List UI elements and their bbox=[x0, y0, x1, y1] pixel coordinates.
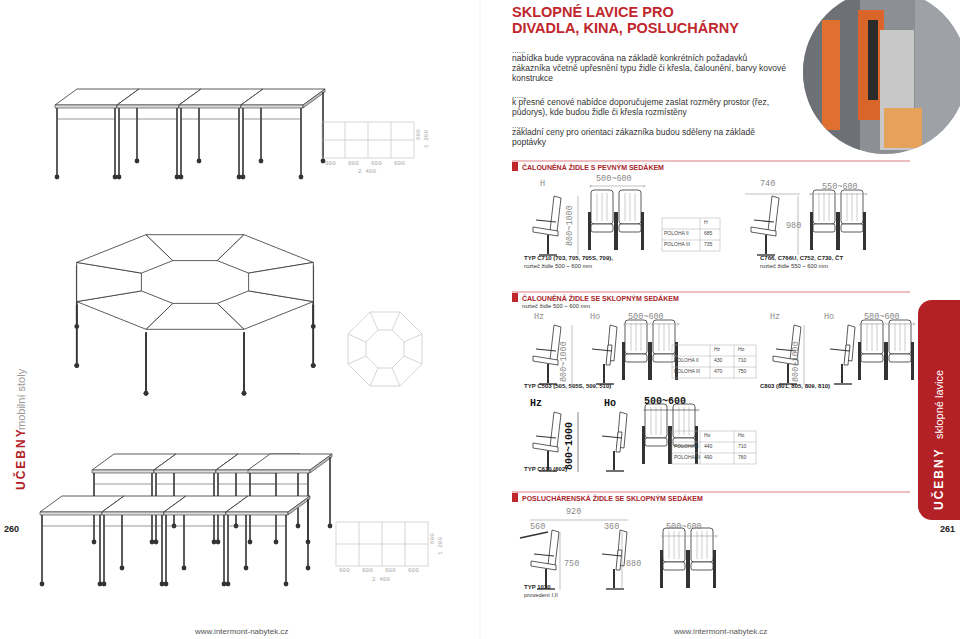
tab-heading: UČEBNY bbox=[932, 447, 946, 510]
table-cell: POLOHA II bbox=[674, 358, 699, 364]
spacing-note: rozteč židle 500 ~ 600 mm bbox=[524, 263, 592, 270]
dimension-label: 800~1000 bbox=[564, 422, 576, 470]
dimension-label: 550~600 bbox=[822, 183, 858, 193]
dimension-label: Ho bbox=[604, 398, 616, 410]
dimension-label: 500~600 bbox=[628, 313, 664, 323]
dimension-label: 500~600 bbox=[666, 523, 702, 533]
dimension-label: 750 bbox=[564, 560, 579, 570]
model-caption: C803 (801, 805, 809, 810) bbox=[760, 383, 830, 390]
table-cell: Ho bbox=[704, 433, 710, 439]
plan-dimension: 600 bbox=[371, 161, 382, 168]
table-cell: POLOHA III bbox=[674, 455, 700, 461]
table-cell: 710 bbox=[738, 444, 746, 450]
dimension-label: 560 bbox=[530, 523, 545, 533]
website-url: www.intermont-nabytek.cz bbox=[674, 627, 767, 636]
dimension-label: Ho bbox=[824, 313, 834, 323]
dimension-label: 360 bbox=[604, 523, 619, 533]
model-caption: TYP C503 (505, 505S, 509, 510) bbox=[524, 383, 611, 390]
table-cell: 760 bbox=[738, 455, 746, 461]
page-number: 261 bbox=[940, 524, 955, 534]
section-heading: POSLUCHÁRENSKÁ ŽIDLE SE SKLOPNÝM SEDÁKEM bbox=[522, 495, 703, 503]
table-cell: 440 bbox=[704, 444, 712, 450]
note-text: k přesné cenové nabídce doporučujeme zas… bbox=[512, 98, 787, 118]
dimension-label: 740 bbox=[760, 180, 775, 190]
plan-dimension: 1 200 bbox=[438, 537, 445, 555]
dimension-label: Hz bbox=[534, 313, 544, 323]
model-caption: TYP C610 (602) bbox=[524, 466, 567, 473]
table-cell: Ho bbox=[738, 433, 744, 439]
website-url: www.intermont-nabytek.cz bbox=[195, 627, 288, 636]
table-cell: 735 bbox=[704, 242, 712, 248]
page-title: SKLOPNÉ LAVICE PRO DIVADLA, KINA, POSLUC… bbox=[512, 4, 742, 36]
note-text: nabídka bude vypracována na základě konk… bbox=[512, 54, 787, 83]
table-cell: POLOHA III bbox=[674, 369, 700, 375]
model-caption: TYP C710 (703, 705, 705S, 709), bbox=[524, 255, 613, 262]
dimension-label: Hz bbox=[770, 313, 780, 323]
spacing-note: provedení I,II bbox=[524, 592, 558, 599]
note-text: základní ceny pro orientaci zákazníka bu… bbox=[512, 128, 787, 148]
table-cell: 430 bbox=[714, 358, 722, 364]
dimension-label: 500~600 bbox=[596, 175, 632, 185]
plan-dimension: 600 bbox=[394, 161, 405, 168]
dimension-label: 800~1000 bbox=[566, 205, 576, 246]
plan-dimension: 600 bbox=[385, 568, 396, 575]
dimension-label: 800~1000 bbox=[560, 341, 570, 382]
plan-dimension: 1 200 bbox=[424, 130, 431, 148]
dimension-label: Hz bbox=[530, 398, 542, 410]
plan-dimension: 600 bbox=[348, 161, 359, 168]
side-tab-label: mobilní stoly bbox=[15, 369, 28, 430]
table-cell: Ho bbox=[738, 347, 744, 353]
plan-dimension: 600 bbox=[416, 129, 423, 140]
dimension-label: 500~600 bbox=[644, 396, 686, 408]
table-cell: 490 bbox=[704, 455, 712, 461]
table-cell: Hz bbox=[714, 347, 720, 353]
tab-subheading: sklopné lavice bbox=[933, 370, 945, 439]
table-cell: 750 bbox=[738, 369, 746, 375]
dimension-label: H bbox=[540, 180, 545, 190]
model-caption: C766, C766U, C752, C730, ČT bbox=[760, 255, 843, 262]
plan-dimension: 600 bbox=[408, 568, 419, 575]
dimension-label: 500~600 bbox=[864, 313, 900, 323]
plan-dimension: 600 bbox=[325, 161, 336, 168]
section-heading: ČALOUNĚNÁ ŽIDLE SE SKLOPNÝM SEDÁKEM bbox=[522, 295, 679, 303]
spacing-note: rozteč židle 550 ~ 600 mm bbox=[760, 263, 828, 270]
plan-dimension: 600 bbox=[430, 533, 437, 544]
table-cell: POLOHA II bbox=[664, 231, 689, 237]
table-cell: H bbox=[704, 220, 708, 226]
dimension-label: 880 bbox=[626, 560, 641, 570]
side-tab: UČEBNY sklopné lavice bbox=[918, 300, 960, 520]
plan-dimension: 600 bbox=[339, 568, 350, 575]
table-cell: 710 bbox=[738, 358, 746, 364]
model-caption: TYP 1030 bbox=[524, 584, 551, 591]
table-cell: POLOHA II bbox=[674, 444, 699, 450]
dimension-label: 800~1000 bbox=[792, 341, 802, 382]
plan-dimension: 2 400 bbox=[358, 169, 376, 176]
dimension-label: Ho bbox=[590, 313, 600, 323]
section-heading: ČALOUNĚNÁ ŽIDLE S PEVNÝM SEDÁKEM bbox=[522, 164, 664, 172]
plan-dimension: 2 400 bbox=[372, 577, 390, 584]
plan-dimension: 600 bbox=[362, 568, 373, 575]
table-cell: 685 bbox=[704, 231, 712, 237]
spacing-note: rozteč židle 500 ~ 600 mm bbox=[522, 303, 590, 310]
dimension-label: 920 bbox=[566, 508, 581, 518]
table-cell: POLOHA III bbox=[664, 242, 690, 248]
page-number: 260 bbox=[4, 524, 19, 534]
side-tab-label: UČEBNY bbox=[15, 427, 29, 490]
dimension-label: 980 bbox=[786, 222, 801, 232]
table-cell: 470 bbox=[714, 369, 722, 375]
